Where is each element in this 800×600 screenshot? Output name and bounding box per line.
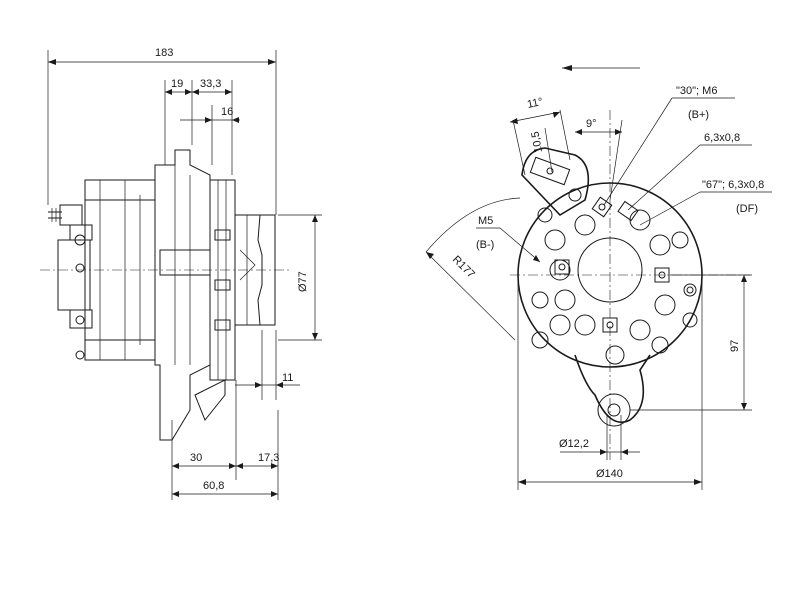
hole-diameter-label: Ø12,2 <box>559 438 589 450</box>
dim-11-label: 11 <box>282 372 293 384</box>
terminal-m5-callout: M5 (B-) <box>476 215 541 263</box>
body-diameter-label: Ø140 <box>596 468 623 480</box>
side-view: 183 19 33,3 16 <box>40 47 322 500</box>
dim-pulley-diameter-label: Ø77 <box>297 271 309 292</box>
terminal-m5-sub: (B-) <box>476 239 494 251</box>
terminal-flat-label: 6,3x0,8 <box>704 132 740 144</box>
dim-19-label: 19 <box>171 78 183 90</box>
dim-lug-slot: 11° 10,5 <box>509 96 571 176</box>
dim-11: 11 <box>235 330 300 400</box>
terminals <box>554 196 694 333</box>
dim-height-97: 97 <box>630 274 752 411</box>
dim-97-label: 97 <box>729 340 741 352</box>
dim-top-chain: 19 33,3 <box>164 78 233 175</box>
bottom-mounting-lug <box>574 354 651 427</box>
dim-10-5-label: 10,5 <box>529 130 545 153</box>
angle-9-label: 9° <box>586 118 597 130</box>
terminal-30-label: "30"; M6 <box>676 85 717 97</box>
dim-60-8: 60,8 <box>172 480 278 497</box>
dim-33-3-label: 33,3 <box>200 78 221 90</box>
terminal-flat-callout: 6,3x0,8 <box>627 132 752 211</box>
dim-overall-length-label: 183 <box>155 47 173 59</box>
dim-30-label: 30 <box>190 452 202 464</box>
dim-overall-length: 183 <box>47 47 277 215</box>
dim-pulley-diameter: Ø77 <box>278 214 322 341</box>
radius-label: R177 <box>450 254 477 281</box>
terminal-67-callout: "67"; 6,3x0,8 (DF) <box>639 179 772 226</box>
dim-body-diameter: Ø140 <box>517 275 703 490</box>
terminal-30-callout: "30"; M6 (B+) <box>603 85 735 206</box>
drive-end-shield <box>154 149 226 441</box>
ventilation-holes <box>531 188 698 365</box>
dim-60-8-label: 60,8 <box>203 480 224 492</box>
dim-16: 16 <box>180 105 240 165</box>
dim-hole-diameter: Ø12,2 <box>559 415 640 460</box>
fan <box>209 179 236 381</box>
dim-17-3-label: 17,3 <box>258 452 279 464</box>
dim-radius-177: R177 <box>425 197 521 341</box>
terminal-67-sub: (DF) <box>736 203 758 215</box>
rotation-arrow <box>562 65 640 71</box>
dim-16-label: 16 <box>221 106 233 118</box>
terminal-m5-label: M5 <box>478 215 493 227</box>
angle-11-label: 11° <box>526 96 544 111</box>
dim-bottom-chain: 30 17,3 <box>171 380 279 500</box>
terminal-67-label: "67"; 6,3x0,8 <box>702 179 764 191</box>
front-view: 11° 10,5 9° "30"; M6 (B+) 6,3x0,8 <box>425 65 772 490</box>
terminal-30-sub: (B+) <box>688 109 709 121</box>
top-mounting-lug <box>521 147 590 217</box>
dim-angle-9: 9° <box>575 118 623 201</box>
